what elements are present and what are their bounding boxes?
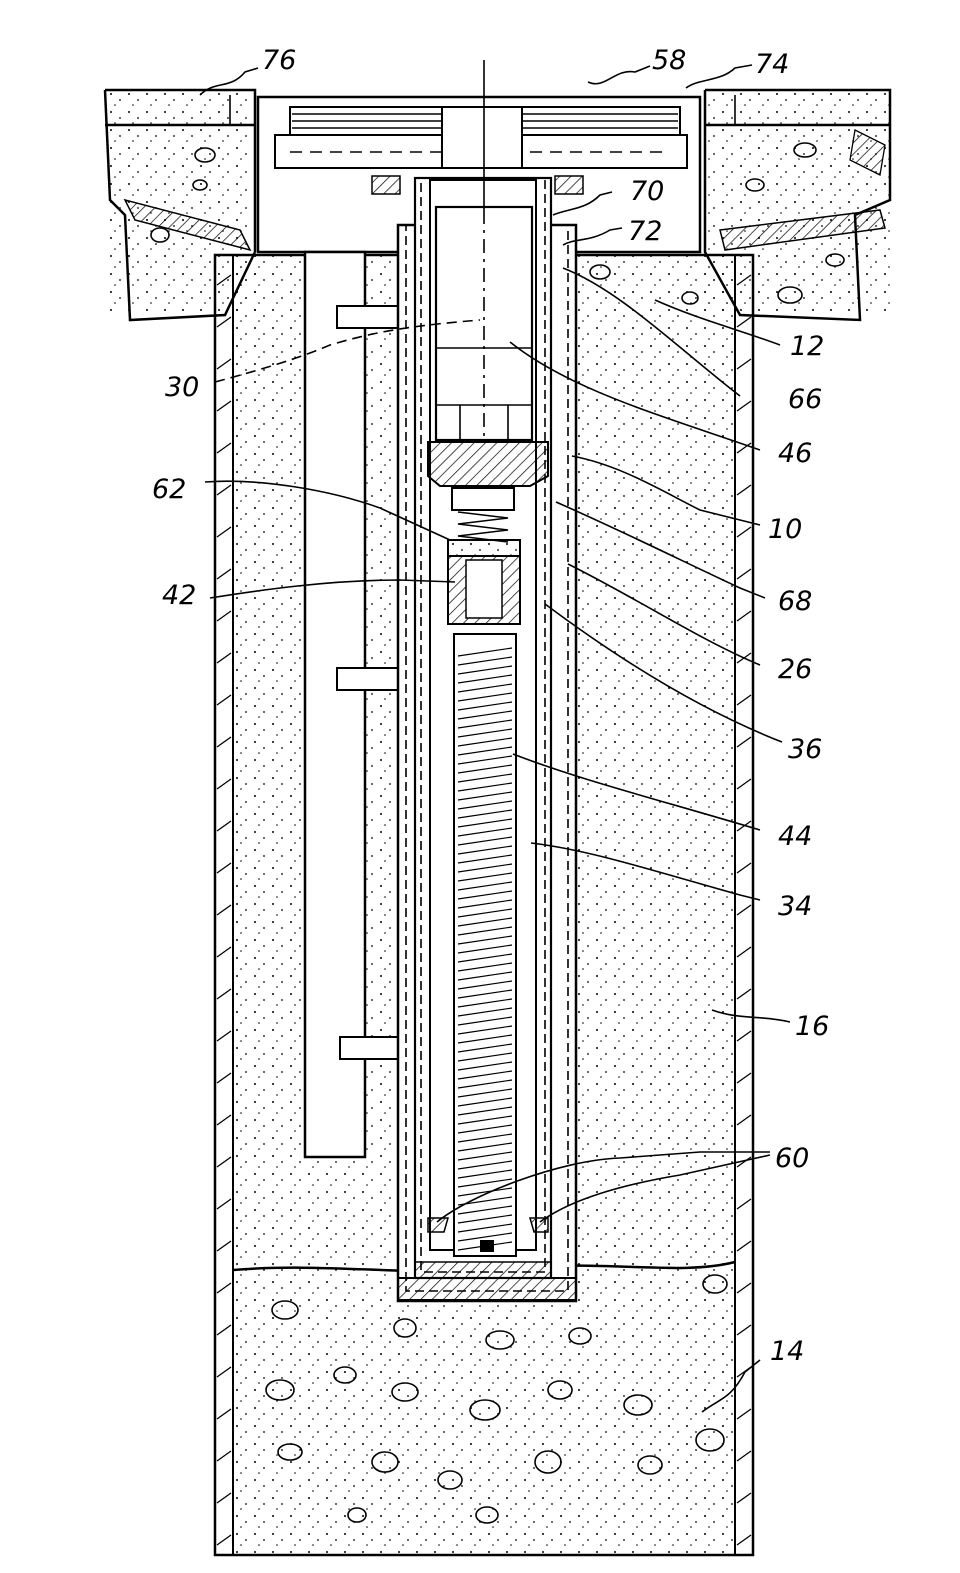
- wall-hatch-line: [737, 569, 751, 579]
- wall-hatch-line: [217, 1451, 231, 1461]
- wall-hatch-line: [737, 737, 751, 747]
- wall-hatch-line: [217, 1031, 231, 1041]
- wall-hatch-line: [217, 1199, 231, 1209]
- wall-hatch-line: [217, 1409, 231, 1419]
- wall-hatch-line: [217, 485, 231, 495]
- wall-hatch-line: [737, 989, 751, 999]
- wall-hatch-line: [737, 1535, 751, 1545]
- wall-hatch-line: [217, 905, 231, 915]
- wall-hatch-line: [217, 359, 231, 369]
- wall-hatch-line: [737, 863, 751, 873]
- wall-hatch-line: [737, 485, 751, 495]
- wall-hatch-line: [217, 1241, 231, 1251]
- wall-hatch-line: [737, 359, 751, 369]
- label-26: 26: [778, 654, 812, 685]
- label-76: 76: [262, 45, 296, 76]
- label-72: 72: [628, 216, 662, 247]
- wall-hatch-line: [217, 1325, 231, 1335]
- label-42: 42: [162, 580, 196, 611]
- wall-hatch-line: [217, 779, 231, 789]
- label-34: 34: [778, 891, 812, 922]
- wall-hatch-line: [217, 695, 231, 705]
- wall-hatch-line: [737, 1325, 751, 1335]
- wall-hatch-line: [737, 947, 751, 957]
- label-46: 46: [778, 438, 812, 469]
- wall-hatch-line: [217, 737, 231, 747]
- label-30: 30: [165, 372, 199, 403]
- wall-hatch-line: [217, 1073, 231, 1083]
- wall-hatch-line: [737, 905, 751, 915]
- wall-hatch-line: [737, 527, 751, 537]
- label-10: 10: [768, 514, 802, 545]
- wall-hatch-line: [217, 821, 231, 831]
- wall-hatch-line: [217, 569, 231, 579]
- wall-hatch-line: [737, 401, 751, 411]
- label-16: 16: [795, 1011, 829, 1042]
- label-66: 66: [788, 384, 822, 415]
- wall-hatch-line: [217, 1493, 231, 1503]
- wall-hatch-line: [737, 1283, 751, 1293]
- wall-hatch-line: [737, 1031, 751, 1041]
- label-74: 74: [755, 49, 789, 80]
- label-58: 58: [652, 45, 686, 76]
- wall-hatch-line: [217, 1157, 231, 1167]
- wall-hatch-line: [737, 1073, 751, 1083]
- label-44: 44: [778, 821, 812, 852]
- wall-hatch-line: [217, 1115, 231, 1125]
- wall-hatch-line: [737, 1493, 751, 1503]
- wall-hatch-line: [217, 317, 231, 327]
- label-36: 36: [788, 734, 822, 765]
- wall-hatch-line: [737, 317, 751, 327]
- wall-hatch-line: [217, 653, 231, 663]
- wall-hatch-line: [217, 863, 231, 873]
- wall-hatch-line: [737, 695, 751, 705]
- wall-hatch-line: [737, 1115, 751, 1125]
- label-12: 12: [790, 331, 824, 362]
- label-62: 62: [152, 474, 186, 505]
- label-60: 60: [775, 1143, 809, 1174]
- bollard-assembly: [398, 60, 576, 1301]
- wall-hatch-line: [217, 1367, 231, 1377]
- wall-hatch-line: [737, 1199, 751, 1209]
- wall-hatch-line: [217, 527, 231, 537]
- label-68: 68: [778, 586, 812, 617]
- wall-hatch-line: [737, 1241, 751, 1251]
- wall-hatch-line: [217, 989, 231, 999]
- wall-hatch-line: [737, 611, 751, 621]
- wall-hatch-line: [737, 779, 751, 789]
- wall-hatch-line: [737, 1451, 751, 1461]
- wall-hatch-line: [217, 443, 231, 453]
- wall-hatch-line: [217, 947, 231, 957]
- wall-hatch-line: [217, 611, 231, 621]
- label-70: 70: [630, 176, 664, 207]
- wall-hatch-line: [217, 1283, 231, 1293]
- label-14: 14: [770, 1336, 804, 1367]
- wall-hatch-line: [217, 401, 231, 411]
- wall-hatch-line: [217, 1535, 231, 1545]
- wall-hatch-line: [737, 1409, 751, 1419]
